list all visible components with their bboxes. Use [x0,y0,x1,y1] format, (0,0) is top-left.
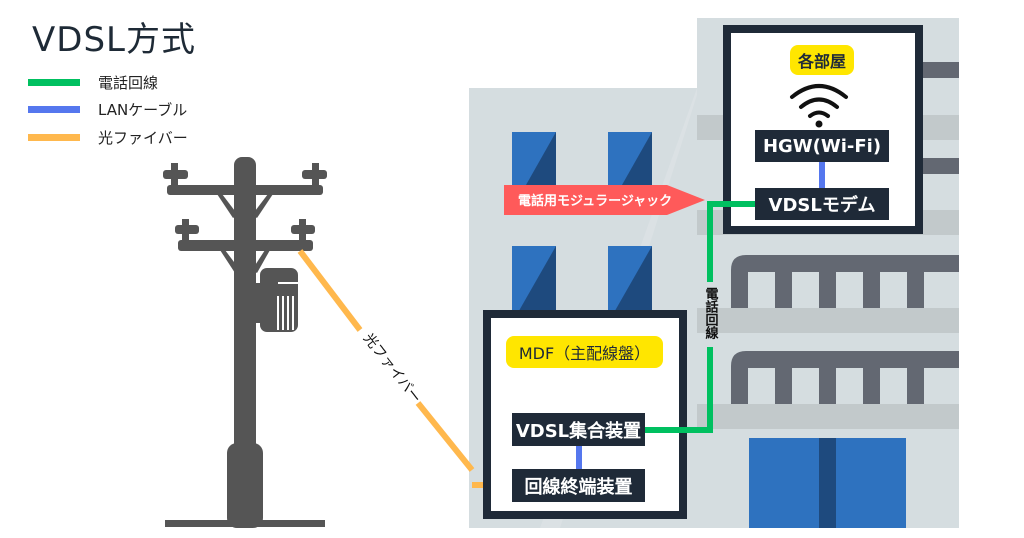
legend-swatch-lan [28,105,80,113]
vdsl-modem-device: VDSLモデム [755,188,889,220]
legend-label: LANケーブル [98,100,188,119]
room-tag: 各部屋 [790,45,854,75]
legend-item-phone: 電話回線 [28,72,158,92]
vdsl-concentrator-device: VDSL集合装置 [512,413,645,446]
legend-label: 光ファイバー [98,128,188,147]
hgw-device: HGW(Wi-Fi) [755,130,889,162]
modular-jack-label: 電話用モジュラージャック [518,193,672,209]
legend-label: 電話回線 [98,73,159,92]
entrance-door [749,438,906,528]
page-title: VDSL方式 [32,20,196,60]
legend-swatch-fiber [28,133,80,141]
mdf-tag: MDF（主配線盤） [506,336,663,368]
legend-item-fiber: 光ファイバー [28,127,188,147]
onu-device: 回線終端装置 [512,469,645,502]
window [608,132,652,192]
balcony-railing-upper [731,255,959,308]
transformer-fins [277,282,298,330]
legend-swatch-phone [28,78,80,86]
window [512,132,556,192]
balcony-railing-lower [731,351,959,404]
window [608,246,652,316]
window [512,246,556,316]
utility-pole [163,157,327,528]
phone-line [644,201,757,433]
fiber-line-label: 光ファイバー [360,331,424,407]
wifi-icon [790,84,848,128]
legend-item-lan: LANケーブル [28,99,187,119]
phone-line-label: 電話回線 [703,287,719,340]
modular-jack-arrow [504,185,705,215]
